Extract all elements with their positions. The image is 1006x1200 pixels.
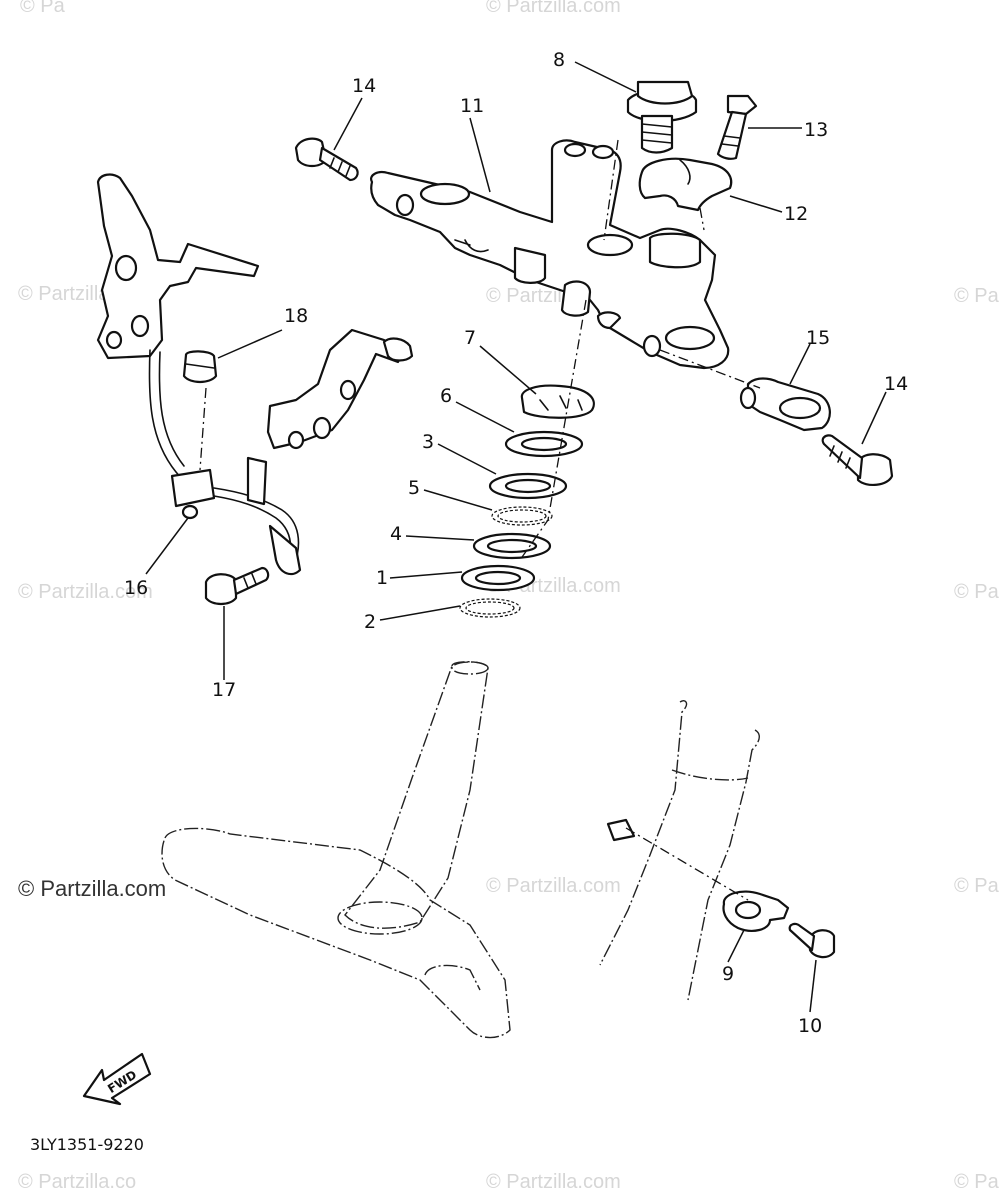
- watermark: © Pa: [954, 581, 1000, 603]
- part-number-13: 13: [804, 119, 828, 141]
- part-number-17: 17: [212, 679, 236, 701]
- part-number-5: 5: [408, 477, 420, 499]
- meter-bracket: [96, 173, 414, 576]
- leader-lines: [145, 61, 887, 1013]
- watermark: © Pa: [954, 285, 1000, 307]
- watermark: © Partzilla.com: [18, 581, 153, 603]
- watermark: © Partzilla.com: [486, 0, 621, 17]
- part-number-4: 4: [390, 523, 402, 545]
- watermark: © Pa: [20, 0, 66, 17]
- part-number-9: 9: [722, 963, 734, 985]
- part-number-12: 12: [784, 203, 808, 225]
- upper-bracket: [370, 139, 730, 370]
- part-number-3: 3: [422, 431, 434, 453]
- fwd-arrow-icon: FWD: [82, 1052, 152, 1106]
- steering-stem-ghost: [161, 661, 511, 1039]
- part-number-2: 2: [364, 611, 376, 633]
- watermark: © Partzilla.com: [486, 1171, 621, 1193]
- part-number-11: 11: [460, 95, 484, 117]
- part-number-1: 1: [376, 567, 388, 589]
- diagram-code: 3LY1351-9220: [30, 1135, 144, 1154]
- alignment-lines: [199, 139, 761, 901]
- part-number-14-lower: 14: [884, 373, 908, 395]
- bolt-17: [204, 566, 270, 606]
- part-number-14-upper: 14: [352, 75, 376, 97]
- part-number-15: 15: [806, 327, 830, 349]
- part-number-10: 10: [798, 1015, 822, 1037]
- watermark: © Pa: [954, 1171, 1000, 1193]
- bolt-8: [626, 80, 698, 154]
- bolt-13: [716, 94, 758, 160]
- steering-stack: [459, 384, 595, 618]
- front-fork-ghost: [599, 700, 760, 1001]
- part-number-18: 18: [284, 305, 308, 327]
- bolt-14-upper: [294, 137, 359, 182]
- watermark: © Partzilla.co: [18, 1171, 136, 1193]
- bolt-14-lower: [821, 434, 894, 486]
- part-number-7: 7: [464, 327, 476, 349]
- ring-nut-7: [520, 384, 595, 419]
- bolt-10: [788, 922, 836, 959]
- part-number-6: 6: [440, 385, 452, 407]
- clamp-15: [739, 377, 831, 432]
- handlebar-holder: [638, 157, 733, 212]
- watermark: © Partzilla.com: [486, 875, 621, 897]
- watermark-dark: © Partzilla.com: [18, 876, 166, 901]
- part-labels: 8 11 14 13 12 18 15 7 14 6 3 5 4 1 2 16 …: [124, 49, 908, 1037]
- clamp-9: [722, 890, 790, 932]
- watermark: © Pa: [954, 875, 1000, 897]
- part-number-16: 16: [124, 577, 148, 599]
- part-number-8: 8: [553, 49, 565, 71]
- watermark-layer: © Partzilla.com © Partzilla.com © Pa © P…: [18, 0, 1000, 1193]
